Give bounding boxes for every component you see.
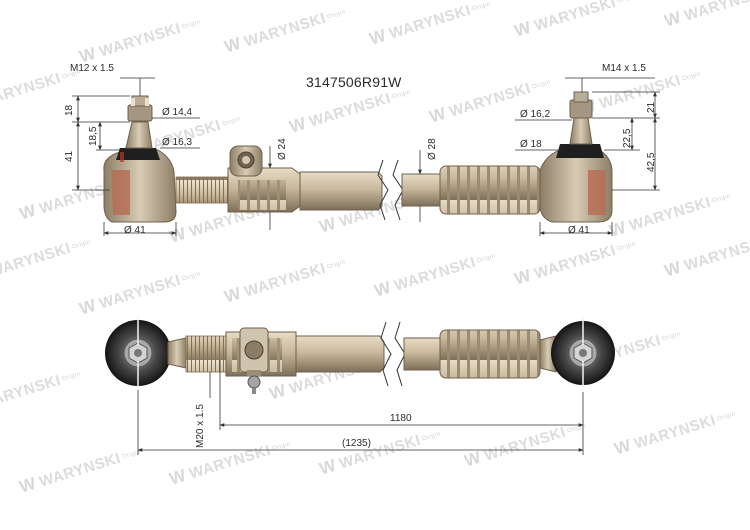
right-height-top-label: 21: [646, 101, 657, 113]
adjust-thread-label: M20 x 1.5: [195, 404, 206, 448]
right-height-mid-label: 22,5: [622, 128, 633, 148]
tube-left: [299, 171, 383, 211]
right-height-total-label: 42,5: [646, 152, 657, 172]
left-ball-dia-label: Ø 41: [124, 225, 146, 236]
right-dia-top-label: Ø 16,2: [520, 109, 551, 120]
left-eye: [105, 316, 187, 390]
length-centers-label: 1180: [390, 413, 412, 424]
clamp-dia-label: Ø 24: [277, 138, 288, 160]
tube-right-bottom: [403, 337, 441, 371]
left-thread-label: M12 x 1.5: [70, 63, 114, 74]
part-number: 3147506R91W: [306, 74, 402, 90]
left-height-top-label: 18: [64, 104, 75, 116]
clamp-sleeve: [227, 145, 301, 213]
adjust-thread: [185, 335, 227, 373]
left-ball-joint: [103, 95, 177, 223]
right-ball-dia-label: Ø 41: [568, 225, 590, 236]
tube-left-bottom: [295, 335, 385, 373]
ribbed-section-bottom: [439, 329, 541, 379]
right-thread-label: M14 x 1.5: [602, 63, 646, 74]
ribbed-section: [439, 165, 541, 215]
dimension-lines: [72, 77, 660, 455]
left-dia-top-label: Ø 14,4: [162, 107, 193, 118]
left-height-mid-label: 18,5: [88, 126, 99, 146]
left-thread: [175, 176, 229, 204]
side-view: [103, 91, 613, 223]
length-total-label: (1235): [342, 438, 371, 449]
tube-dia-label: Ø 28: [427, 138, 438, 160]
break-line: [377, 159, 389, 221]
right-eye: [539, 316, 615, 392]
clamp-bottom: [225, 327, 297, 394]
top-view: [105, 316, 615, 394]
left-dia-base-label: Ø 16,3: [162, 137, 193, 148]
tube-right: [401, 173, 441, 207]
right-dia-base-label: Ø 18: [520, 139, 542, 150]
left-height-total-label: 41: [64, 150, 75, 162]
right-ball-joint: [539, 91, 613, 223]
break-line: [380, 321, 392, 387]
